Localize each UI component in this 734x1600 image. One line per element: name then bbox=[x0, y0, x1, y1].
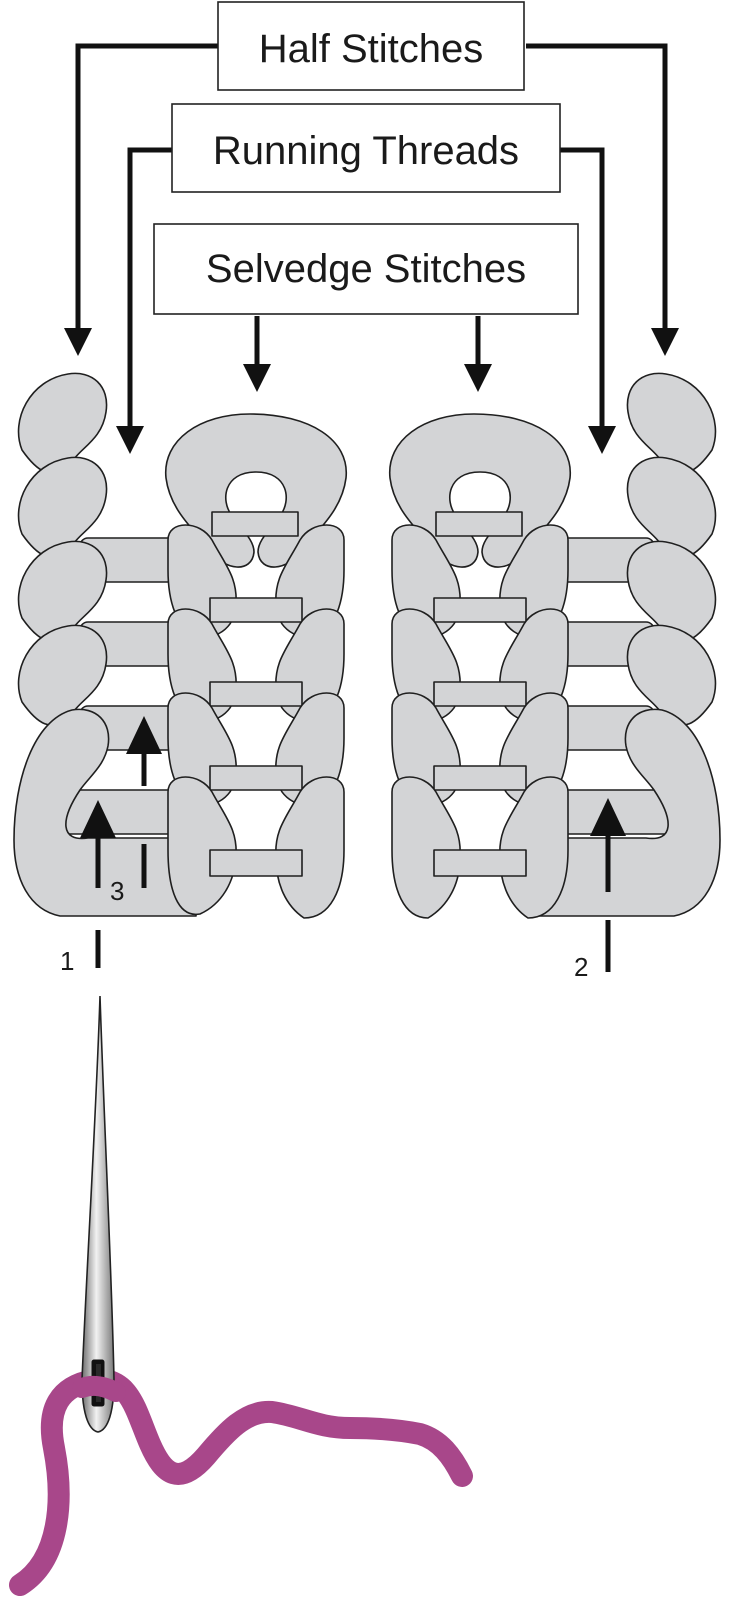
half-stitches-label: Half Stitches bbox=[217, 1, 525, 91]
left-lower-arrow-icon bbox=[80, 800, 116, 838]
selvedge-stitches-label: Selvedge Stitches bbox=[153, 223, 579, 315]
sewing-thread-icon bbox=[9, 1368, 473, 1596]
thread-through-eye bbox=[72, 1375, 126, 1402]
left-needle-path bbox=[80, 716, 162, 968]
right-arrow-icon bbox=[590, 798, 626, 836]
step-number-2: 2 bbox=[574, 952, 588, 982]
left-selvedge-stitches bbox=[165, 413, 347, 919]
left-knit-piece bbox=[13, 372, 347, 968]
right-half-stitches bbox=[537, 372, 721, 917]
left-upper-arrow-icon bbox=[126, 716, 162, 754]
selvedge-stitches-text: Selvedge Stitches bbox=[206, 247, 526, 291]
running-threads-leaders bbox=[116, 147, 616, 454]
running-threads-label: Running Threads bbox=[171, 103, 561, 193]
right-knit-piece bbox=[389, 372, 721, 972]
running-threads-text: Running Threads bbox=[213, 129, 519, 173]
step-number-1: 1 bbox=[60, 946, 74, 976]
left-half-stitches bbox=[13, 372, 197, 917]
half-stitches-text: Half Stitches bbox=[259, 27, 484, 71]
step-number-3: 3 bbox=[110, 876, 124, 906]
right-needle-path bbox=[590, 798, 626, 972]
right-selvedge-stitches bbox=[389, 413, 571, 919]
sewing-needle-icon bbox=[81, 995, 115, 1433]
half-stitches-leaders bbox=[64, 43, 679, 356]
selvedge-stitches-leaders bbox=[243, 316, 492, 392]
